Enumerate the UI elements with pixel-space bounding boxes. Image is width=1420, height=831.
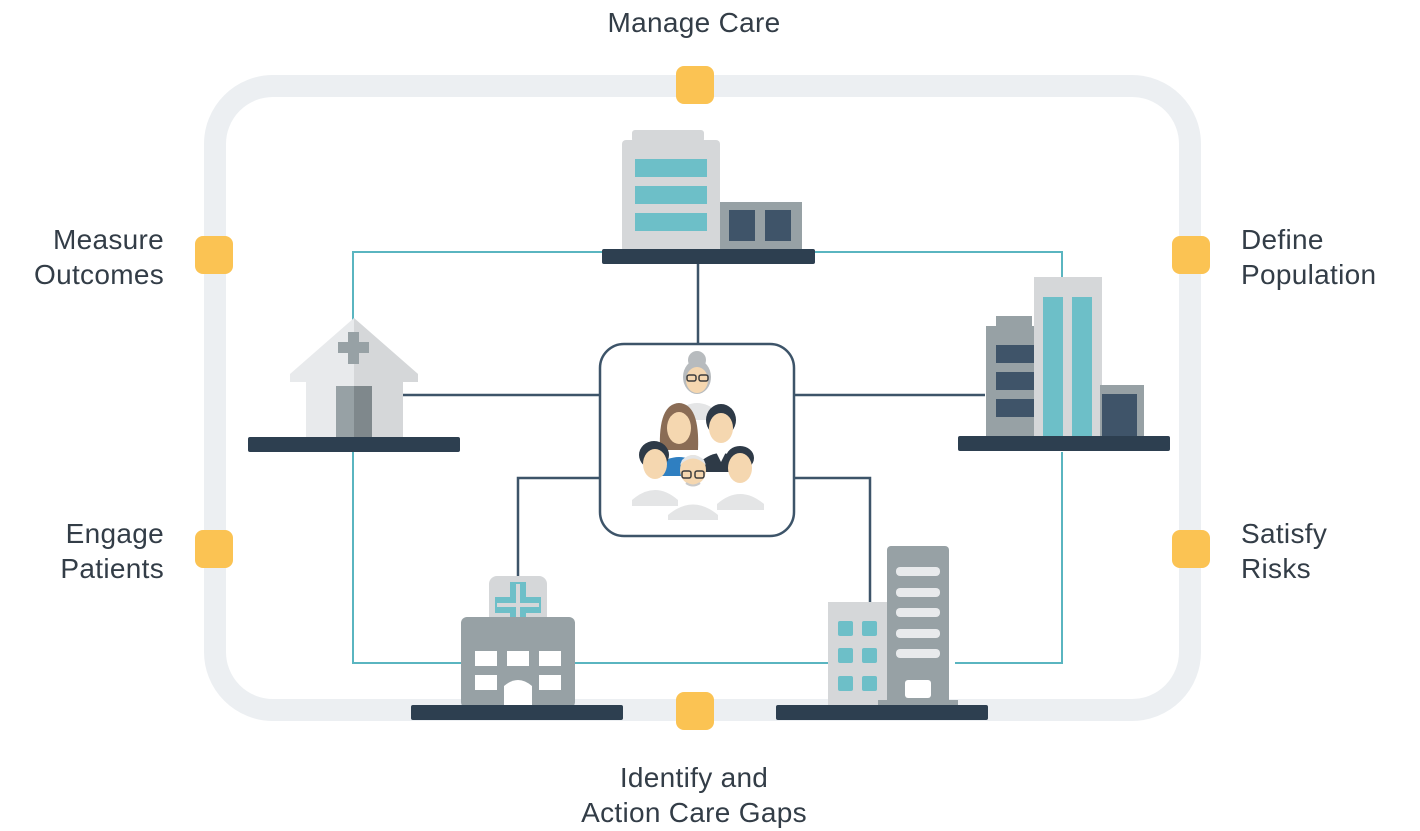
label-measure-outcomes: Measure Outcomes	[0, 222, 164, 292]
hospital-icon	[411, 576, 623, 720]
node-right-bottom	[1172, 530, 1210, 568]
engage-patients-line-2: Patients	[60, 553, 164, 584]
cycle-nodes	[195, 66, 1210, 730]
label-define-population: Define Population	[1241, 222, 1411, 292]
measure-outcomes-line-2: Outcomes	[34, 259, 164, 290]
apartment-buildings-icon	[776, 546, 988, 720]
define-population-line-1: Define	[1241, 224, 1324, 255]
node-right-top	[1172, 236, 1210, 274]
define-population-line-2: Population	[1241, 259, 1377, 290]
label-identify-care-gaps: Identify and Action Care Gaps	[544, 760, 844, 830]
satisfy-risks-line-2: Risks	[1241, 553, 1311, 584]
dark-connectors	[402, 264, 985, 602]
label-manage-care: Manage Care	[594, 5, 794, 40]
identify-care-gaps-line-1: Identify and	[619, 762, 769, 793]
node-left-bottom	[195, 530, 233, 568]
city-buildings-icon	[958, 277, 1170, 451]
node-top	[676, 66, 714, 104]
manage-care-text: Manage Care	[607, 7, 781, 38]
clinic-house-icon	[248, 318, 460, 452]
measure-outcomes-line-1: Measure	[52, 224, 164, 255]
satisfy-risks-line-1: Satisfy	[1241, 518, 1328, 549]
node-left-top	[195, 236, 233, 274]
office-building-icon	[602, 130, 815, 264]
label-engage-patients: Engage Patients	[0, 516, 164, 586]
node-bottom	[676, 692, 714, 730]
label-satisfy-risks: Satisfy Risks	[1241, 516, 1411, 586]
patient-group-icon	[598, 342, 796, 538]
engage-patients-line-1: Engage	[65, 518, 164, 549]
identify-care-gaps-line-2: Action Care Gaps	[581, 797, 807, 828]
